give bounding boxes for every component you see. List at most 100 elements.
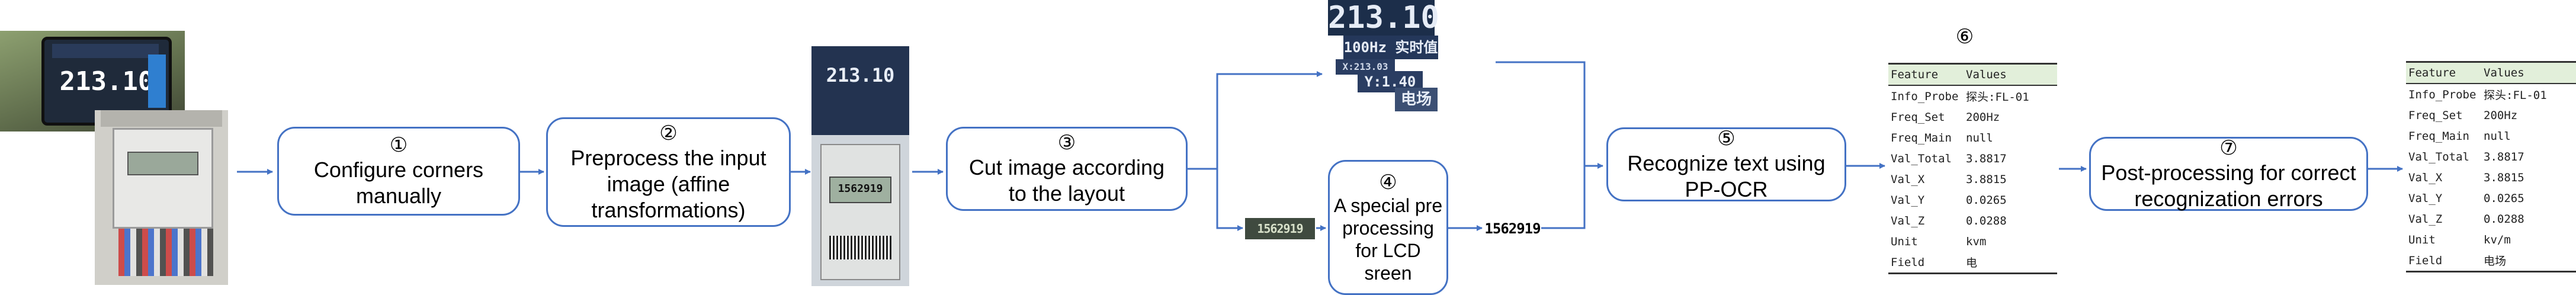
- cell-value: 3.8817: [1966, 152, 2007, 165]
- cell-value: 探头:FL-01: [1966, 91, 2029, 104]
- step-label-line: Cut image according: [968, 155, 1165, 179]
- cell-value: 200Hz: [2484, 108, 2518, 122]
- step-post-processing: ⑦ Post-processing for correct recognizat…: [2089, 137, 2368, 211]
- cell-feature: Info_Probe: [2408, 88, 2476, 101]
- cell-feature: Val_Z: [2408, 212, 2443, 226]
- step-label-line: for LCD: [1355, 240, 1421, 261]
- header-feature: Feature: [2408, 66, 2456, 79]
- step-number: ②: [659, 121, 678, 145]
- crop-freq-label: 100Hz 实时值: [1343, 36, 1438, 59]
- cell-value: kv/m: [2484, 233, 2511, 246]
- header-values: Values: [1966, 68, 2007, 81]
- table-row: Val_Total 3.8817: [1888, 148, 2057, 169]
- step-label-line: Recognize text using: [1627, 150, 1826, 175]
- cell-feature: Val_Y: [2408, 191, 2443, 205]
- table-row: Field 电: [1888, 252, 2057, 274]
- ocr-result-table: Feature Values Info_Probe 探头:FL-01 Freq_S…: [1888, 63, 2057, 274]
- corrected-result-table: Feature Values Info_Probe 探头:FL-01 Freq_S…: [2406, 61, 2576, 272]
- panel-photo: [95, 110, 228, 285]
- step-label-line: Preprocess the input: [570, 145, 766, 170]
- header-feature: Feature: [1891, 68, 1939, 81]
- cell-value: 0.0288: [1966, 214, 2007, 227]
- step-label-line: recognization errors: [2134, 186, 2323, 211]
- cell-value: 0.0265: [2484, 191, 2524, 205]
- cell-feature: Unit: [2408, 233, 2436, 246]
- transformed-meter-image: 213.10 1562919: [811, 46, 909, 286]
- table-row: Val_Y 0.0265: [2406, 188, 2576, 209]
- cell-value: 3.8817: [2484, 150, 2524, 163]
- cell-value: 电场: [2484, 255, 2507, 268]
- cell-feature: Field: [2408, 254, 2443, 267]
- cell-feature: Val_Total: [2408, 150, 2469, 163]
- header-values: Values: [2484, 66, 2524, 79]
- step-preprocess: ② Preprocess the input image (affine tra…: [546, 117, 791, 227]
- step-number: ③: [1057, 132, 1076, 154]
- cell-feature: Val_X: [1891, 172, 1925, 186]
- cell-value: 探头:FL-01: [2484, 89, 2547, 102]
- crop-field: 电场: [1395, 88, 1438, 111]
- step-label-line: image (affine: [607, 171, 730, 196]
- cell-value: 3.8815: [2484, 171, 2524, 184]
- step-label-line: Configure corners: [313, 158, 484, 182]
- arrow-step3-branch-down: [1216, 169, 1243, 231]
- table-row: Val_X 3.8815: [2406, 167, 2576, 188]
- processed-lcd-digits: 1562919: [1484, 216, 1541, 242]
- step-label-line: processing: [1342, 217, 1434, 239]
- step-label-line: to the layout: [1008, 181, 1125, 206]
- table-row: Val_Y 0.0265: [1888, 190, 2057, 210]
- table-row: Val_Z 0.0288: [2406, 209, 2576, 229]
- crop-y-value: Y:1.40: [1358, 71, 1423, 92]
- table-header: Feature Values: [1888, 63, 2057, 86]
- table-row: Freq_Set 200Hz: [1888, 107, 2057, 127]
- cell-feature: Field: [1891, 255, 1925, 269]
- table-row: Val_Total 3.8817: [2406, 146, 2576, 167]
- table-row: Unit kv/m: [2406, 229, 2576, 250]
- cell-feature: Val_Z: [1891, 214, 1925, 227]
- cell-value: null: [1966, 131, 1993, 145]
- table-row: Freq_Main null: [2406, 126, 2576, 146]
- arrow-step3-branch-up: [1188, 71, 1323, 170]
- cell-feature: Info_Probe: [1891, 89, 1959, 103]
- step-label-line: sreen: [1364, 262, 1412, 284]
- cell-feature: Freq_Main: [1891, 131, 1952, 145]
- table6-number: ⑥: [1955, 25, 1974, 48]
- crop-x-value: X:213.03: [1336, 59, 1395, 75]
- cell-value: kvm: [1966, 235, 1987, 248]
- table-row: Freq_Main null: [1888, 127, 2057, 148]
- cell-value: 电: [1966, 256, 1978, 270]
- arrow-digits-to-merge: [1541, 166, 1586, 229]
- table-row: Unit kvm: [1888, 231, 2057, 252]
- step-number: ⑦: [2219, 136, 2238, 159]
- crop-value-top: 213.10: [1328, 0, 1439, 36]
- table-header: Feature Values: [2406, 61, 2576, 84]
- cell-value: null: [2484, 129, 2511, 143]
- cell-value: 0.0265: [1966, 193, 2007, 207]
- meter-reading: 213.10: [59, 66, 154, 97]
- cell-feature: Freq_Set: [2408, 108, 2463, 122]
- cell-feature: Freq_Main: [2408, 129, 2469, 143]
- cell-feature: Unit: [1891, 235, 1918, 248]
- cell-feature: Val_Total: [1891, 152, 1952, 165]
- step-recognize-text: ⑤ Recognize text using PP-OCR: [1606, 127, 1846, 201]
- step-number: ⑤: [1717, 127, 1735, 150]
- table-row: Freq_Set 200Hz: [2406, 105, 2576, 126]
- step-label-line: manually: [355, 184, 442, 208]
- crop-lcd-small: 1562919: [1245, 218, 1315, 239]
- cell-feature: Freq_Set: [1891, 110, 1945, 124]
- cell-feature: Val_Y: [1891, 193, 1925, 207]
- step-label-line: A special pre: [1333, 195, 1443, 216]
- arrow-crop-to-merge: [1496, 61, 1603, 169]
- step-label-line: Post-processing for correct: [2101, 160, 2356, 185]
- cell-value: 0.0288: [2484, 212, 2524, 226]
- table-row: Val_Z 0.0288: [1888, 210, 2057, 231]
- step-label-line: transformations): [591, 197, 746, 222]
- step-number: ①: [389, 134, 408, 156]
- step-configure-corners: ① Configure corners manually: [277, 127, 520, 216]
- table-row: Field 电场: [2406, 250, 2576, 272]
- cell-value: 200Hz: [1966, 110, 2000, 124]
- step-number: ④: [1379, 171, 1397, 194]
- step-label-line: PP-OCR: [1685, 177, 1768, 201]
- cell-feature: Val_X: [2408, 171, 2443, 184]
